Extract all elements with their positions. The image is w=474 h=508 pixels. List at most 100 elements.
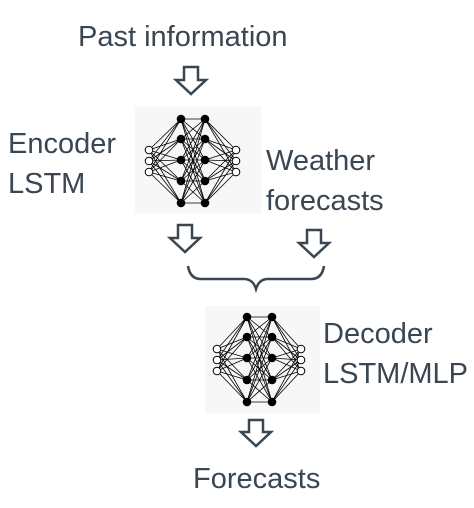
- network-edge: [271, 316, 302, 350]
- network-edge: [148, 118, 182, 162]
- network-node: [144, 156, 154, 166]
- network-node: [200, 198, 210, 208]
- encoder-label: Encoder LSTM: [8, 124, 116, 204]
- encoder-neural-network-icon: [144, 114, 241, 208]
- network-edge: [204, 118, 237, 151]
- network-edge: [204, 138, 237, 151]
- network-edge: [204, 118, 237, 162]
- decoder-label-line1: Decoder: [323, 318, 433, 350]
- weather-forecasts-label: Weather forecasts: [266, 141, 384, 221]
- network-edge: [216, 336, 248, 361]
- network-edge: [216, 316, 248, 361]
- network-edge: [216, 316, 248, 350]
- network-edge: [271, 348, 302, 381]
- network-node: [200, 134, 210, 144]
- network-edge: [148, 138, 182, 151]
- network-edge: [271, 359, 302, 381]
- network-node: [176, 198, 186, 208]
- network-edge: [216, 357, 248, 372]
- network-node: [212, 366, 222, 376]
- network-edge: [246, 316, 273, 338]
- network-edge: [180, 118, 206, 182]
- encoder-label-line2: LSTM: [8, 168, 86, 200]
- network-edge: [148, 159, 182, 173]
- network-edge: [180, 138, 206, 204]
- network-edge: [148, 160, 182, 204]
- network-edge: [216, 336, 248, 350]
- network-edge: [271, 336, 302, 350]
- network-edge: [148, 160, 182, 182]
- network-node: [242, 397, 252, 407]
- network-edge: [148, 138, 182, 173]
- network-edge: [204, 138, 237, 162]
- network-edge: [148, 118, 182, 151]
- network-edge: [271, 359, 302, 403]
- network-edge: [204, 159, 237, 162]
- network-edge: [246, 379, 273, 403]
- network-edge: [180, 118, 206, 140]
- network-edge: [204, 160, 237, 182]
- network-node: [231, 145, 241, 155]
- network-node: [242, 312, 252, 322]
- network-edge: [148, 149, 182, 182]
- network-edge: [204, 138, 237, 173]
- network-node: [267, 353, 277, 363]
- network-node: [296, 355, 306, 365]
- network-edge: [216, 370, 248, 381]
- decoder-label: Decoder LSTM/MLP: [323, 314, 468, 394]
- network-node: [267, 312, 277, 322]
- network-edge: [271, 370, 302, 403]
- network-edge: [246, 316, 273, 381]
- network-edge: [246, 316, 273, 359]
- network-node: [296, 344, 306, 354]
- decoder-label-line2: LSTM/MLP: [323, 358, 469, 390]
- network-edge: [148, 171, 182, 204]
- merge-brace: [186, 265, 326, 294]
- network-edge: [204, 149, 237, 204]
- network-connections: [216, 316, 302, 403]
- network-edge: [180, 159, 206, 204]
- arrow-weather-to-brace-icon: [295, 228, 333, 259]
- arrow-decoder-to-forecasts-icon: [237, 418, 275, 448]
- network-node: [231, 156, 241, 166]
- network-node: [296, 366, 306, 376]
- network-node: [267, 332, 277, 342]
- network-node: [267, 397, 277, 407]
- network-node: [200, 155, 210, 165]
- network-node: [242, 375, 252, 385]
- network-node: [176, 114, 186, 124]
- network-edge: [148, 159, 182, 162]
- network-edge: [246, 336, 273, 403]
- network-node: [144, 167, 154, 177]
- encoder-label-line1: Encoder: [8, 128, 117, 160]
- network-edge: [216, 336, 248, 372]
- network-edge: [204, 160, 237, 204]
- network-node: [200, 176, 210, 186]
- network-node: [176, 134, 186, 144]
- arrow-encoder-to-brace-icon: [166, 223, 204, 254]
- network-edge: [271, 336, 302, 361]
- decoder-neural-network-icon: [212, 312, 306, 407]
- encoder-network-box: [135, 107, 261, 213]
- network-edge: [204, 171, 237, 204]
- network-edge: [216, 357, 248, 361]
- past-information-label: Past information: [78, 21, 288, 53]
- network-edge: [216, 359, 248, 403]
- weather-label-line1: Weather: [266, 145, 376, 177]
- network-edge: [148, 118, 182, 173]
- network-node: [267, 375, 277, 385]
- arrow-past-to-encoder-icon: [172, 65, 210, 96]
- network-edge: [216, 359, 248, 381]
- weather-label-line2: forecasts: [266, 185, 384, 217]
- network-edge: [204, 149, 237, 182]
- network-edge: [180, 180, 206, 204]
- network-edge: [204, 149, 237, 161]
- network-edge: [204, 118, 237, 173]
- network-node: [242, 353, 252, 363]
- decoder-network-box: [205, 306, 320, 413]
- network-edge: [180, 118, 206, 204]
- network-edge: [148, 138, 182, 162]
- network-edge: [271, 316, 302, 361]
- network-node: [212, 355, 222, 365]
